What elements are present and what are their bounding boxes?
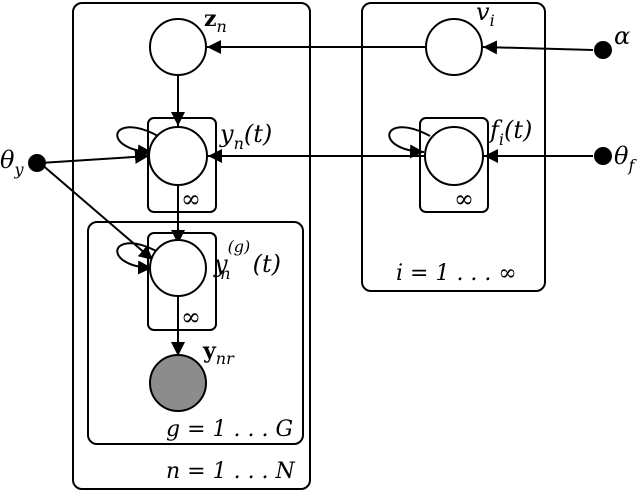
label-yn: yn(t)	[219, 120, 272, 153]
dot-theta-y	[28, 154, 46, 172]
plate-inf-f	[419, 117, 489, 213]
label-theta-f: θf	[614, 142, 637, 175]
edge-thetay-to-yn	[39, 149, 150, 164]
node-yn	[148, 126, 208, 186]
label-f: fi(t)	[488, 116, 532, 149]
node-v	[425, 18, 483, 76]
plate-n	[72, 2, 311, 490]
label-theta-y: θy	[0, 146, 24, 179]
self-loop-f	[388, 126, 431, 159]
plate-i	[361, 2, 546, 292]
label-v: vi	[476, 0, 495, 30]
plate-g	[87, 221, 304, 445]
node-f	[424, 126, 484, 186]
dot-alpha	[594, 41, 612, 59]
label-yg: y(g)n(t)	[213, 237, 281, 283]
inf-f: ∞	[454, 185, 474, 213]
plate-label-g: g = 1 . . . G	[166, 417, 293, 442]
self-loop-yn	[116, 126, 159, 159]
plate-label-i: i = 1 . . . ∞	[396, 261, 517, 286]
self-loop-yg	[116, 242, 159, 275]
edge-alpha-to-v	[482, 40, 594, 55]
node-y-observed	[149, 354, 207, 412]
node-z	[149, 18, 207, 76]
node-yg	[149, 239, 207, 297]
dot-theta-f	[594, 147, 612, 165]
plate-label-n: n = 1 . . . N	[166, 459, 296, 484]
edge-thetay-to-yg	[39, 162, 154, 261]
inf-yn: ∞	[181, 185, 201, 213]
inf-yg: ∞	[181, 303, 201, 331]
label-z: zn	[204, 6, 227, 36]
label-alpha: α	[614, 22, 630, 50]
label-y-observed: ynr	[202, 338, 235, 368]
